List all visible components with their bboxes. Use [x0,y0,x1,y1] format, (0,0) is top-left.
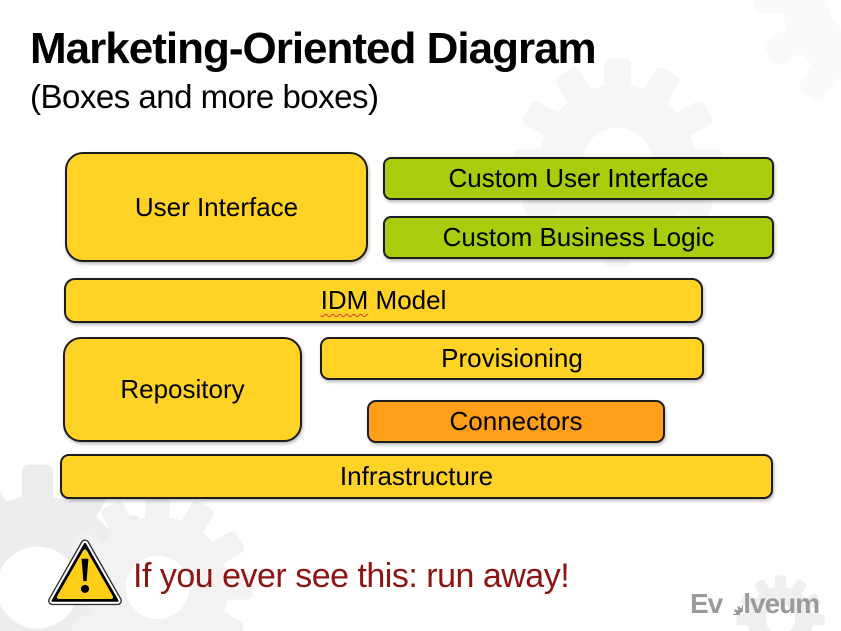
box-repository: Repository [63,337,302,442]
box-idm-model: IDM Model [64,278,703,323]
slide-subtitle: (Boxes and more boxes) [30,78,379,115]
box-label: Repository [120,374,245,405]
box-custom-user-interface: Custom User Interface [383,157,774,200]
gear-decoration-top-right-icon [745,0,841,120]
box-label: Custom User Interface [448,163,709,194]
box-user-interface: User Interface [65,152,368,262]
box-label: Provisioning [441,343,583,374]
box-label: Connectors [449,406,583,437]
logo-gear-icon [722,594,743,615]
slide-title: Marketing-Oriented Diagram [30,24,597,73]
box-label: User Interface [134,191,299,222]
box-custom-business-logic: Custom Business Logic [383,216,774,259]
box-label: Custom Business Logic [442,222,715,253]
warning-triangle-icon [48,539,122,606]
spellcheck-underlined-word: IDM [320,285,369,316]
box-label: Infrastructure [339,461,494,492]
box-provisioning: Provisioning [320,337,704,380]
box-infrastructure: Infrastructure [60,454,773,499]
box-connectors: Connectors [367,400,665,443]
warning-text: If you ever see this: run away! [133,557,570,595]
box-label: IDM Model [320,285,447,316]
